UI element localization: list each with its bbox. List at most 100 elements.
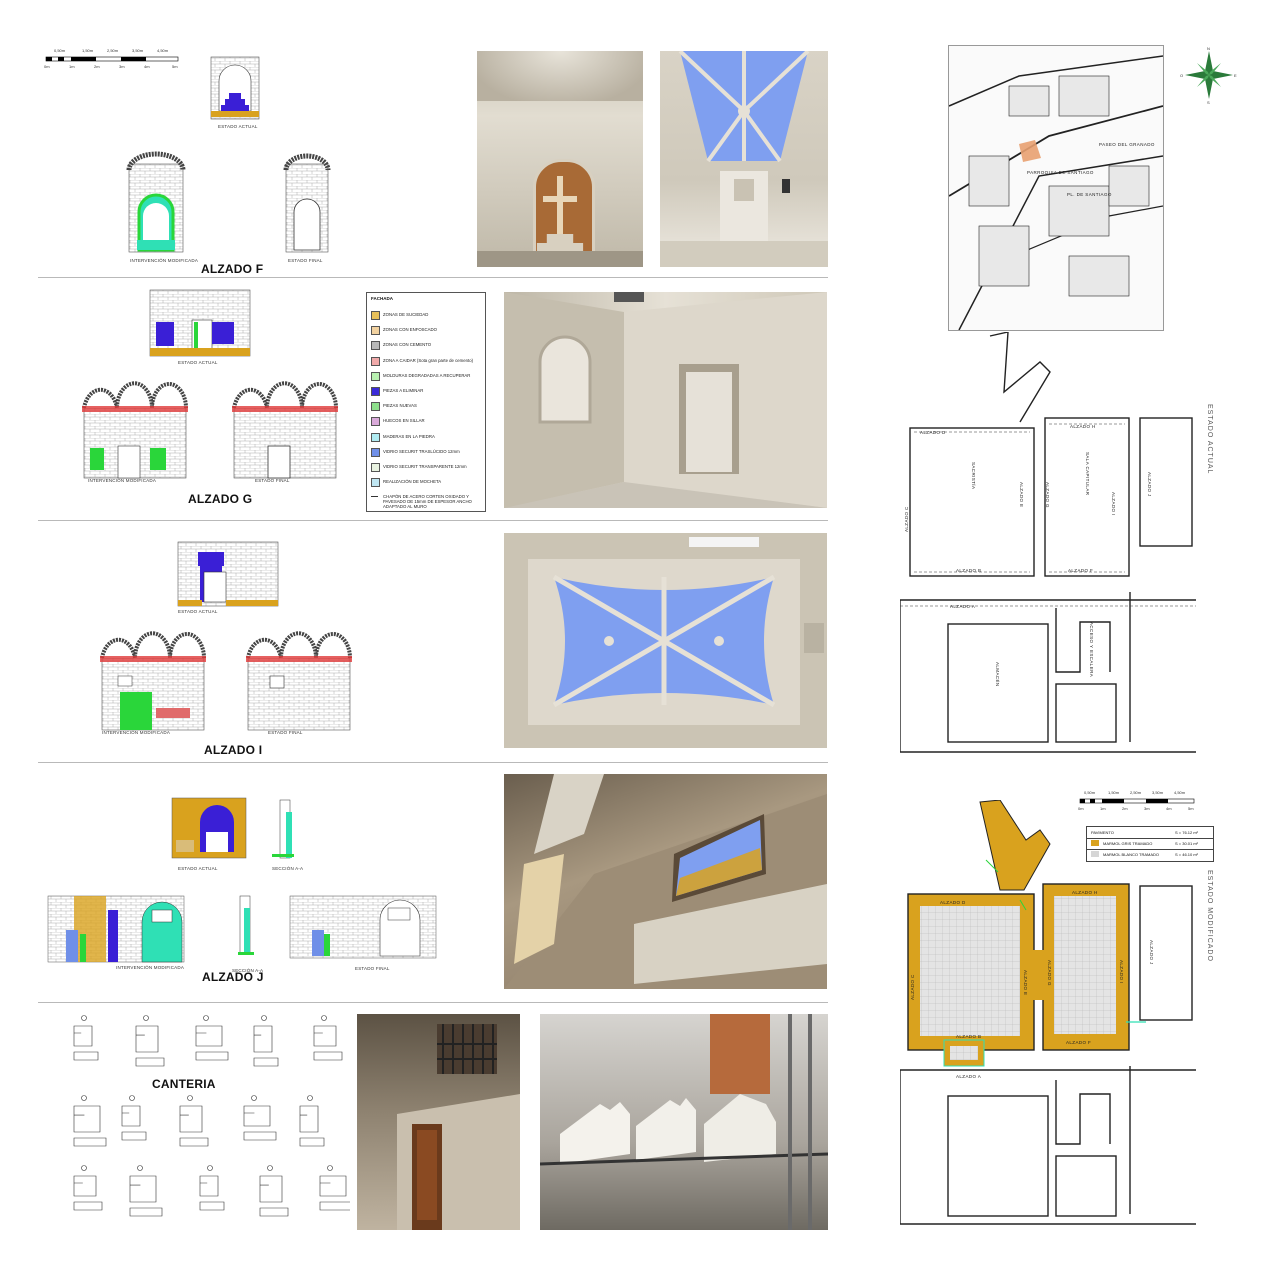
scale-label: 0m (1078, 806, 1084, 811)
piece-number-mark (307, 1095, 313, 1101)
caption: INTERVENCIÓN MODIFICADA (102, 730, 171, 735)
piece-number-mark (129, 1095, 135, 1101)
pavement-table: PAVIMENTO S = 76.12 m² MARMOL GRIS TRAMA… (1086, 826, 1214, 862)
legend-label: MADERAS EN LA PIEDRA (383, 433, 435, 439)
stone-piece-plan (299, 1137, 325, 1147)
caption: ESTADO ACTUAL (178, 866, 218, 871)
stone-piece-outline (73, 1175, 97, 1197)
photo-stone-blocks (540, 1014, 828, 1230)
plan-label: ALZADO D (940, 900, 966, 905)
elevation-i-final (246, 631, 352, 731)
scale-label: 4m (144, 64, 150, 69)
map-label: PASEO DEL GRANADO (1099, 142, 1155, 147)
scale-bar-graphic (45, 56, 179, 62)
plan-state-label: ESTADO ACTUAL (1206, 404, 1213, 475)
piece-number-mark (321, 1015, 327, 1021)
caption: ESTADO FINAL (288, 258, 323, 263)
scale-label: 5m (1188, 806, 1194, 811)
legend-label: ZONAS CON ENFOSCADO (383, 327, 437, 333)
legend-swatch (371, 311, 380, 320)
swatch-ochre (1091, 840, 1099, 846)
plan-label: ALZADO C (910, 974, 915, 1000)
caption: INTERVENCIÓN MODIFICADA (88, 478, 157, 483)
legend-swatch (371, 326, 380, 336)
caption: ESTADO ACTUAL (218, 124, 258, 129)
caption: SECCIÓN A-A (272, 866, 304, 871)
section-title: CANTERIA (152, 1077, 216, 1091)
caption: ESTADO FINAL (355, 966, 390, 971)
section-title: ALZADO J (202, 970, 264, 984)
photo-wall-window (504, 774, 827, 989)
caption: ESTADO ACTUAL (178, 360, 218, 365)
legend-label: VIDRIO SECURIT TRASLÚCIDO 12mm (383, 448, 460, 454)
legend-label: MOLDURAS DEGRADADAS A RECUPERAR (383, 372, 471, 378)
piece-number-mark (81, 1015, 87, 1021)
caption: SECCIÓN A-A (232, 968, 264, 973)
scale-bar-graphic (1079, 798, 1195, 804)
plan-label: ALZADO F (1068, 568, 1093, 573)
stone-piece-outline (299, 1105, 319, 1133)
scale-label: 1,50m (1108, 790, 1120, 795)
legend-swatch (371, 478, 380, 488)
piece-number-mark (143, 1015, 149, 1021)
section-title: ALZADO I (204, 743, 263, 757)
stone-piece-plan (243, 1131, 277, 1141)
scale-label: 0,50m (54, 48, 66, 53)
stone-piece-outline (259, 1175, 283, 1203)
plan-label: ALZADO A (956, 1074, 981, 1079)
pavement-label: MARMOL GRIS TRAMADO (1103, 841, 1153, 846)
plan-label: ALZADO A (950, 604, 975, 609)
stone-piece-outline (73, 1025, 93, 1047)
elevation-i-actual (177, 541, 279, 607)
plan-label: ALZADO J (1149, 940, 1154, 965)
stone-piece-plan (135, 1057, 165, 1067)
scale-label: 3,50m (1152, 790, 1164, 795)
legend-label: PIEZAS A ELIMINAR (383, 388, 424, 393)
plan-label: ALZADO G (1045, 482, 1050, 508)
plan-label: ALZADO I (1111, 492, 1116, 516)
legend-title: FACHADA (371, 296, 393, 301)
scale-label: 2m (94, 64, 100, 69)
stone-piece-plan (319, 1201, 350, 1211)
room-label: ACCESO Y ESCALERA (1089, 622, 1094, 677)
room-label: SALA CAPITULAR (1085, 452, 1090, 496)
legend-label: CHAPÓN DE ACERO CORTEN OXIDADO Y PAVESAD… (383, 494, 472, 510)
plan-label: ALZADO E (1023, 970, 1028, 995)
stone-piece-plan (259, 1207, 289, 1217)
elevation-g-intervention (82, 381, 188, 479)
divider (38, 1002, 828, 1003)
pavement-value: S = 76.12 m² (1175, 830, 1199, 835)
stone-piece-plan (121, 1131, 147, 1141)
photo-chapel-door (477, 51, 643, 267)
map-label: PL. DE SANTIAGO (1067, 192, 1112, 197)
plan-label: ALZADO D (920, 430, 946, 435)
caption: ESTADO FINAL (268, 730, 303, 735)
caption: ESTADO FINAL (255, 478, 290, 483)
scale-label: 5m (172, 64, 178, 69)
stone-piece-outline (319, 1175, 347, 1197)
piece-number-mark (203, 1015, 209, 1021)
scale-label: 2,50m (1130, 790, 1142, 795)
scale-label: 1m (1100, 806, 1106, 811)
piece-number-mark (81, 1095, 87, 1101)
plan-label: ALZADO F (1066, 1040, 1091, 1045)
legend-swatch (371, 463, 380, 472)
elevation-j-actual (171, 797, 294, 859)
legend-swatch (371, 432, 380, 442)
elevation-i-intervention (100, 631, 206, 731)
scale-label: 4m (1166, 806, 1172, 811)
stone-piece-plan (179, 1137, 209, 1147)
divider (38, 762, 828, 763)
scale-label: 1m (69, 64, 75, 69)
legend-label: VIDRIO SECURIT TRANSPARENTE 12mm (383, 464, 467, 469)
legend-label: HUECOS EN SILLAR (383, 418, 425, 424)
photo-door-grille (357, 1014, 520, 1230)
photo-ceiling-vault (504, 533, 827, 748)
scale-label: 1,50m (82, 48, 94, 53)
stone-piece-plan (73, 1051, 99, 1061)
elevation-j-final (289, 895, 437, 959)
plan-label: ALZADO B (956, 568, 981, 573)
plan-label: ALZADO E (1019, 482, 1024, 507)
stone-piece-outline (121, 1105, 141, 1127)
legend-swatch (371, 417, 380, 427)
